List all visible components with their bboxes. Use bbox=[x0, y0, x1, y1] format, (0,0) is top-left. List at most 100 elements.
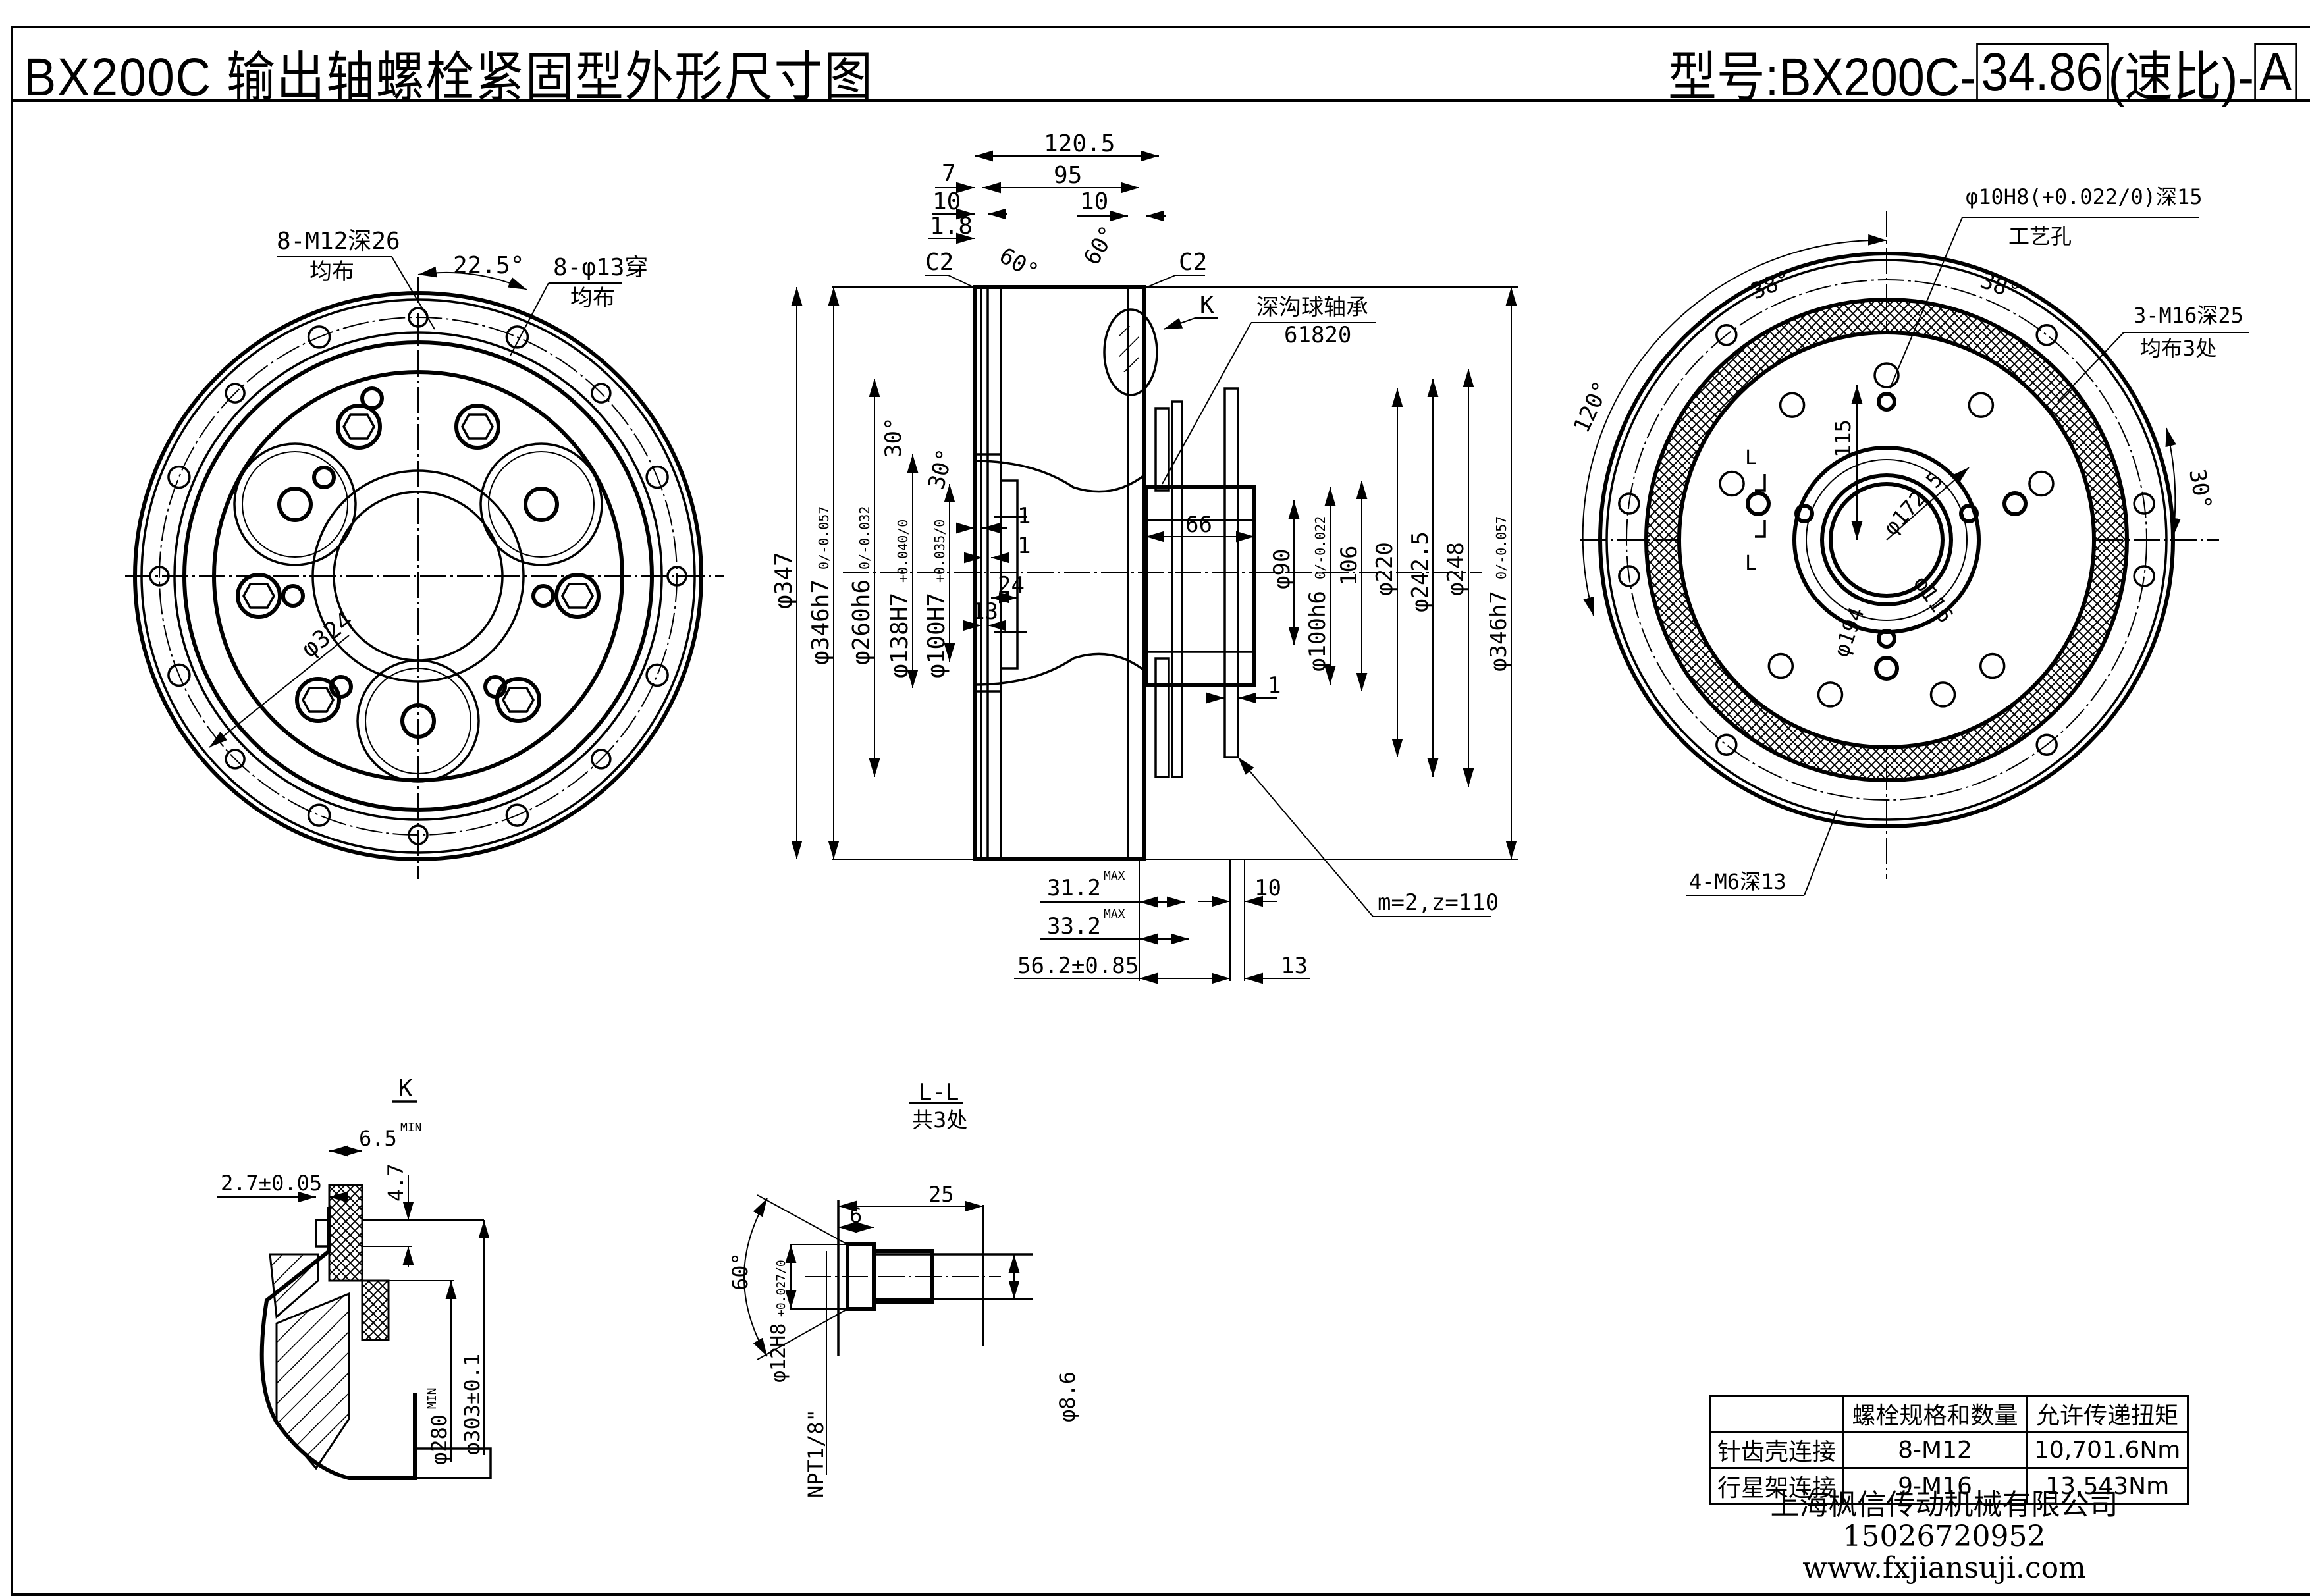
detail-l: L-L 共3处 60° 25 6 φ12H8 +0.027/0 NPT1/8" … bbox=[728, 1079, 1080, 1498]
through-hole bbox=[505, 803, 529, 827]
bearing-label: 深沟球轴承 bbox=[1256, 294, 1368, 321]
dim-phi90: φ90 bbox=[1269, 549, 1295, 589]
through-hole bbox=[505, 325, 529, 349]
tol-346h7: 0/-0.057 bbox=[816, 506, 832, 570]
dim-56-2: 56.2±0.85 bbox=[1017, 953, 1139, 979]
detail-k-dim-4-7: 4.7 bbox=[383, 1163, 408, 1202]
detail-l-dim-25: 25 bbox=[928, 1182, 954, 1207]
tapped-hole bbox=[225, 383, 246, 404]
section-mark-l-top: L bbox=[1745, 446, 1757, 469]
m6-hole bbox=[1715, 733, 1738, 757]
pin-holes bbox=[281, 386, 555, 699]
table-cell: 10,701.6Nm bbox=[2026, 1431, 2189, 1469]
dowel-hole bbox=[1959, 504, 1979, 523]
dim-106: 106 bbox=[1336, 546, 1362, 586]
tol-138h7: +0.040/0 bbox=[895, 519, 911, 583]
dim-phi138h7: φ138H7 bbox=[886, 593, 913, 678]
bolt-hole bbox=[2028, 470, 2055, 497]
dim-95: 95 bbox=[1054, 162, 1082, 189]
m6-hole bbox=[2035, 323, 2058, 346]
dim-7: 7 bbox=[942, 160, 956, 187]
variant-code: A bbox=[2253, 43, 2297, 101]
detail-l-dim-phi12h8: φ12H8 bbox=[767, 1323, 790, 1383]
callout-pin-hole: φ10H8(+0.022/0)深15 bbox=[1966, 184, 2203, 209]
table-cell: 行星架连接 bbox=[1708, 1467, 1845, 1505]
detail-k: K 2.7±0.05 6.5 MIN 4.7 φ280 MIN φ303±0.1 bbox=[217, 1075, 492, 1480]
m6-hole bbox=[2133, 492, 2155, 515]
dim-1-small: 1 bbox=[1268, 672, 1281, 699]
table-row: 行星架连接 9-M16 13,543Nm bbox=[1708, 1467, 2189, 1505]
m6-hole bbox=[2133, 565, 2155, 587]
tapped-hole bbox=[149, 566, 170, 587]
detail-k-dim-6-5: 6.5 bbox=[359, 1126, 397, 1151]
chamfer-c2-left: C2 bbox=[925, 249, 954, 276]
dim-phi100h6: φ100h6 bbox=[1304, 591, 1331, 672]
tapped-hole bbox=[225, 749, 246, 770]
callout-3-m16-sub: 均布3处 bbox=[2140, 336, 2216, 361]
title-bar: BX200C 输出轴螺栓紧固型外形尺寸图 型号:BX200C- 34.86 (速… bbox=[11, 26, 2310, 107]
detail-k-min-1: MIN bbox=[400, 1121, 422, 1134]
table-row: 针齿壳连接 8-M12 10,701.6Nm bbox=[1708, 1431, 2189, 1469]
callout-3-m16: 3-M16深25 bbox=[2134, 303, 2243, 328]
callout-4-m6: 4-M6深13 bbox=[1689, 869, 1786, 894]
detail-k-title: K bbox=[398, 1075, 413, 1102]
table-header-row: 螺栓规格和数量 允许传递扭矩 bbox=[1708, 1395, 2189, 1433]
dim-phi347: φ347 bbox=[770, 552, 797, 609]
bolt-hole bbox=[1767, 652, 1794, 679]
dim-31-2: 31.2 bbox=[1047, 875, 1101, 901]
angle-30-top: 30° bbox=[880, 417, 907, 458]
dim-10-bottom: 10 bbox=[1254, 875, 1281, 901]
tol-100h6: 0/-0.022 bbox=[1312, 516, 1328, 579]
dim-10-left: 10 bbox=[932, 188, 961, 215]
section-view: 120.5 95 7 10 1.8 10 C2 C2 60° 60° 30° 3… bbox=[770, 130, 1518, 984]
tapped-hole bbox=[591, 749, 612, 770]
drawing-frame bbox=[11, 26, 2310, 1596]
rv-angle-120: 120° bbox=[1569, 377, 1615, 437]
dim-phi220: φ220 bbox=[1372, 542, 1398, 596]
table-cell: 针齿壳连接 bbox=[1708, 1431, 1845, 1469]
tapped-hole bbox=[666, 566, 687, 587]
rv-dim-115: 115 bbox=[1831, 419, 1856, 458]
detail-k-ref: K bbox=[1200, 292, 1214, 319]
section-mark-l-bottom: L bbox=[1745, 552, 1757, 575]
tapped-hole bbox=[408, 824, 429, 845]
detail-l-tolerance: +0.027/0 bbox=[774, 1260, 788, 1317]
dim-1-b: 1 bbox=[1017, 533, 1031, 559]
detail-k-dim-2-7: 2.7±0.05 bbox=[221, 1171, 322, 1196]
dim-phi260h6: φ260h6 bbox=[848, 579, 875, 665]
dim-13-bottom: 13 bbox=[1281, 953, 1308, 979]
dim-24: 24 bbox=[998, 572, 1025, 598]
dim-66: 66 bbox=[1185, 512, 1212, 538]
detail-l-dim-6: 6 bbox=[849, 1203, 862, 1228]
tol-100h7: +0.035/0 bbox=[932, 519, 948, 583]
table-header-cell: 允许传递扭矩 bbox=[2026, 1395, 2189, 1433]
dim-phi248: φ248 bbox=[1443, 542, 1469, 596]
dim-120-5: 120.5 bbox=[1044, 130, 1115, 157]
ratio-value: 34.86 bbox=[1975, 43, 2109, 101]
through-hole bbox=[645, 465, 669, 489]
table-cell: 13,543Nm bbox=[2026, 1467, 2189, 1505]
through-hole bbox=[645, 663, 669, 687]
planet-gear-bottom bbox=[356, 659, 480, 783]
bolt-torque-table: 螺栓规格和数量 允许传递扭矩 针齿壳连接 8-M12 10,701.6Nm 行星… bbox=[1708, 1395, 2189, 1505]
through-hole bbox=[167, 663, 191, 687]
through-hole bbox=[307, 325, 331, 349]
model-number: 型号:BX200C- 34.86 (速比)- A bbox=[1668, 33, 2297, 111]
dim-13-inner: 13 bbox=[971, 598, 998, 625]
detail-k-dim-phi303: φ303±0.1 bbox=[460, 1354, 485, 1455]
table-cell: 9-M16 bbox=[1842, 1467, 2028, 1505]
callout-8-phi13-sub: 均布 bbox=[570, 285, 615, 311]
drawing-title: BX200C 输出轴螺栓紧固型外形尺寸图 bbox=[24, 47, 874, 107]
bolt-hole bbox=[1929, 681, 1956, 708]
detail-l-angle-60: 60° bbox=[728, 1252, 753, 1290]
model-prefix: 型号:BX200C- bbox=[1667, 47, 1976, 107]
gear-spec: m=2,z=110 bbox=[1378, 890, 1499, 916]
table-header-cell: 螺栓规格和数量 bbox=[1842, 1395, 2028, 1433]
rv-angle-30: 30° bbox=[2184, 467, 2216, 512]
dim-phi242-5: φ242.5 bbox=[1407, 531, 1434, 612]
angle-30-bottom: 30° bbox=[923, 446, 959, 492]
fv-angle-22-5: 22.5° bbox=[453, 252, 524, 279]
m6-hole bbox=[2035, 733, 2058, 757]
company-website[interactable]: www.fxjiansuji.com bbox=[1802, 1551, 2086, 1585]
